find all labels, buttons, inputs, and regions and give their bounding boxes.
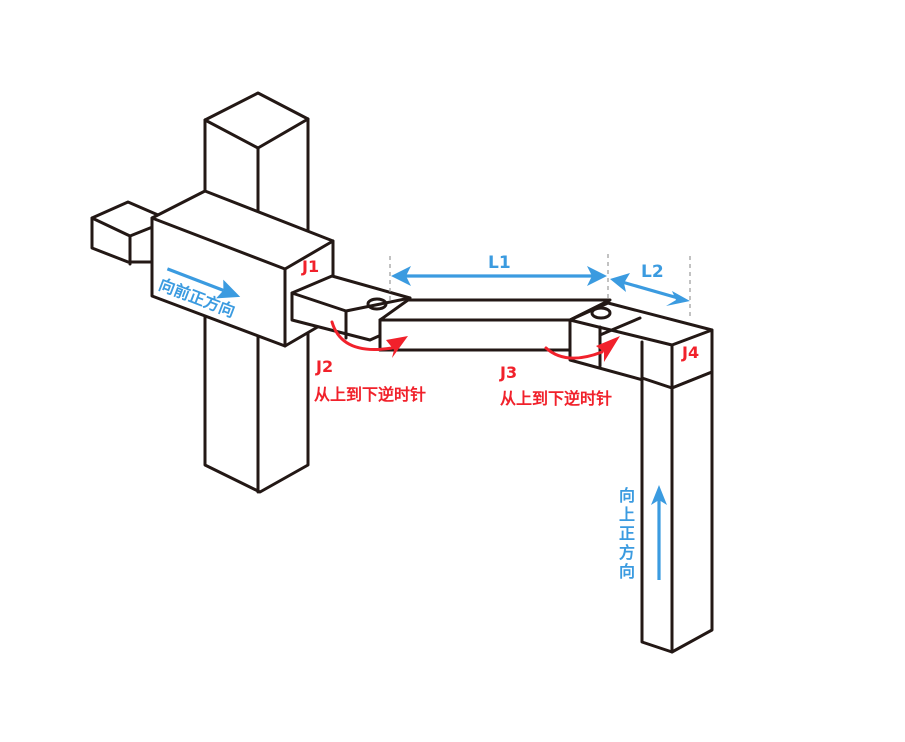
upward-char-2: 上: [619, 505, 635, 524]
right-vertical-column: [640, 340, 714, 654]
l2-dimension-arrow: L2: [610, 262, 690, 306]
link-l1: [378, 298, 612, 352]
j2-label: J2: [315, 357, 333, 376]
carriage-block: [150, 189, 335, 348]
dimension-guides: [389, 254, 691, 318]
l1-dimension-arrow: L1: [391, 253, 607, 286]
j2-rotation-note: 从上到下逆时针: [314, 385, 426, 404]
l2-label: L2: [641, 262, 664, 282]
j2-rotation-arrow: [330, 320, 408, 358]
j3-rotation-arrow: [544, 336, 620, 362]
upward-char-3: 正: [619, 524, 635, 543]
j3-rotation-note: 从上到下逆时针: [500, 389, 612, 408]
j4-label: J4: [681, 343, 699, 362]
upward-char-5: 向: [619, 562, 635, 581]
upward-char-1: 向: [619, 486, 635, 505]
upward-direction-indicator: 向 上 正 方 向: [619, 485, 667, 581]
upward-char-4: 方: [619, 543, 635, 562]
j1-label: J1: [301, 257, 319, 276]
l1-label: L1: [488, 253, 511, 273]
j3-label: J3: [499, 363, 517, 382]
